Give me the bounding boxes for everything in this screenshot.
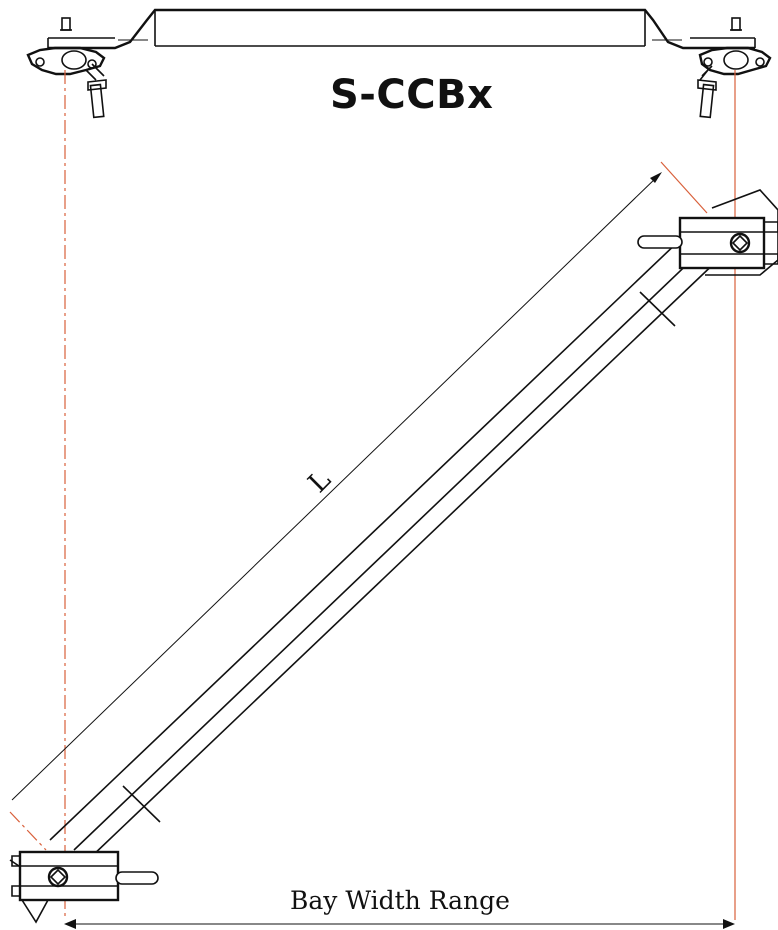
- bottom-extension-line: [9, 811, 47, 851]
- top-beam: [47, 8, 756, 50]
- top-extension-line: [660, 161, 708, 214]
- left-top-coupler: [26, 46, 107, 119]
- bay-width-dimension: [64, 919, 735, 929]
- right-top-coupler: [697, 46, 772, 119]
- bay-width-label: Bay Width Range: [290, 886, 510, 915]
- length-dimension: [11, 172, 662, 801]
- top-right-fitting: [637, 189, 778, 276]
- bottom-left-fitting: [9, 850, 159, 924]
- diagonal-tube: [49, 237, 723, 859]
- product-title: S-CCBx: [330, 72, 494, 118]
